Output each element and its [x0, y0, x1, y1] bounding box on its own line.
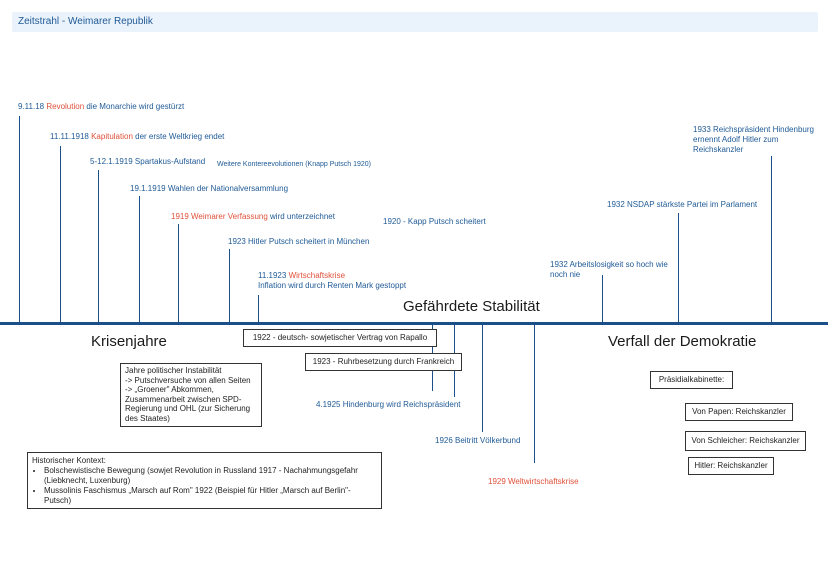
box-ruhrbesetzung: 1923 - Ruhrbesetzung durch Frankreich: [305, 353, 462, 371]
event-hitlerputsch: 1923 Hitler Putsch scheitert in München: [228, 237, 370, 246]
box-rapallo: 1922 - deutsch- sowjetischer Vertrag von…: [243, 329, 437, 347]
tick-nsdap: [678, 213, 679, 323]
tick-wahlen: [139, 196, 140, 323]
event-revolution: 9.11.18 Revolution die Monarchie wird ge…: [18, 102, 185, 111]
page-title: Zeitstrahl - Weimarer Republik: [18, 16, 153, 27]
event-nsdap: 1932 NSDAP stärkste Partei im Parlament: [607, 200, 758, 209]
tick-kapitulation: [60, 146, 61, 323]
tick-wirtschaftskrise: [258, 295, 259, 323]
event-arbeitslosigkeit: 1932 Arbeitslosigkeit so hoch wie noch n…: [550, 260, 668, 279]
timeline-axis: [0, 322, 828, 325]
event-hindenburg-hitler: 1933 Reichspräsident Hindenburg ernennt …: [693, 125, 814, 154]
tick-weltwirtschaftskrise: [534, 325, 535, 463]
box-schleicher: Von Schleicher: Reichskanzler: [685, 431, 806, 451]
tick-hindenburg-hitler: [771, 156, 772, 323]
phase-stabilitaet: Gefährdete Stabilität: [403, 298, 540, 315]
box-papen: Von Papen: Reichskanzler: [685, 403, 793, 421]
event-kapp-putsch: 1920 - Kapp Putsch scheitert: [383, 217, 486, 226]
box-hitler: Hitler: Reichskanzler: [688, 457, 774, 475]
title-bar: Zeitstrahl - Weimarer Republik: [12, 12, 818, 32]
context-box: Historischer Kontext: Bolschewistische B…: [27, 452, 382, 509]
context-heading: Historischer Kontext:: [32, 456, 106, 465]
phase-krisenjahre: Krisenjahre: [91, 333, 167, 350]
tick-voelkerbund: [482, 325, 483, 432]
tick-spartakus: [98, 170, 99, 323]
context-item: Mussolinis Faschismus „Marsch auf Rom" 1…: [44, 486, 377, 506]
note-instability: Jahre politischer Instabilität -> Putsch…: [120, 363, 262, 427]
context-item: Bolschewistische Bewegung (sowjet Revolu…: [44, 466, 377, 486]
event-wirtschaftskrise: 11.1923 Wirtschaftskrise Inflation wird …: [258, 271, 407, 290]
phase-verfall: Verfall der Demokratie: [608, 333, 757, 350]
event-kapitulation: 11.11.1918 Kapitulation der erste Weltkr…: [50, 132, 225, 141]
tick-hitlerputsch: [229, 249, 230, 323]
tick-arbeitslosigkeit: [602, 275, 603, 323]
event-kontrerevolutionen: Weitere Kontereevolutionen (Knapp Putsch…: [217, 161, 371, 168]
event-verfassung: 1919 Weimarer Verfassung wird unterzeich…: [171, 212, 335, 221]
tick-revolution: [19, 116, 20, 323]
event-spartakus: 5-12.1.1919 Spartakus-Aufstand: [90, 157, 206, 166]
event-voelkerbund: 1926 Beitritt Völkerbund: [435, 436, 521, 445]
tick-verfassung: [178, 224, 179, 323]
event-wahlen: 19.1.1919 Wahlen der Nationalversammlung: [130, 184, 289, 193]
box-praesidialkabinette: Präsidialkabinette:: [650, 371, 733, 389]
event-weltwirtschaftskrise: 1929 Weltwirtschaftskrise: [488, 477, 579, 486]
event-hindenburg-praesident: 4.1925 Hindenburg wird Reichspräsident: [316, 400, 461, 409]
